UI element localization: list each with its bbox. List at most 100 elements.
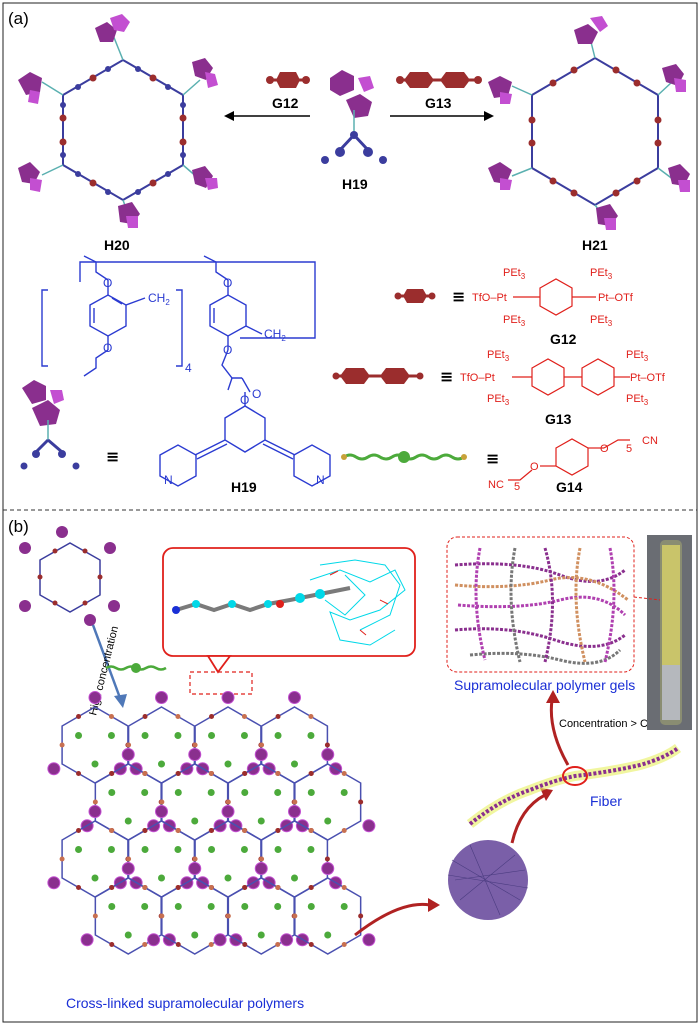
network-pillar — [280, 933, 294, 947]
g14-cn-top: CN — [642, 435, 658, 447]
o-atom-2: O — [103, 341, 112, 355]
g13-structure — [512, 358, 630, 396]
gel-label: Supramolecular polymer gels — [454, 677, 635, 693]
repeat-subscript: 4 — [185, 361, 192, 375]
g14-legend-icon — [341, 451, 467, 463]
network-pillar — [147, 933, 161, 947]
g12-right: Pt–OTf — [598, 292, 634, 304]
aggregate-to-fiber-head — [540, 788, 553, 801]
network-node — [175, 828, 181, 833]
network-pillar — [88, 805, 102, 818]
network-guest — [174, 846, 182, 853]
network-node — [175, 885, 181, 890]
gel-vial-photo — [647, 535, 692, 730]
network-pillar — [80, 933, 94, 947]
fiber — [466, 743, 682, 828]
pillar-unit-icon — [574, 16, 608, 59]
network-guest — [241, 789, 249, 796]
network-guest — [208, 732, 216, 739]
network-node — [59, 856, 65, 862]
g12-legend-icon — [394, 289, 436, 303]
concentration-arrow — [91, 624, 122, 699]
o-atom-5: O — [252, 387, 261, 401]
network-node — [242, 885, 248, 890]
network-guest — [124, 817, 132, 825]
guest-icon — [105, 663, 167, 673]
network-node — [341, 828, 347, 833]
g13-icon — [396, 72, 482, 88]
network-to-aggregate-arrow — [354, 902, 431, 937]
network-node — [259, 742, 265, 748]
network-label: Cross-linked supramolecular polymers — [66, 995, 304, 1011]
network-guest — [307, 732, 315, 739]
network-guest — [240, 732, 248, 739]
network-guest — [91, 760, 99, 768]
network-node — [126, 742, 132, 748]
left-arrow-label: G12 — [272, 95, 299, 111]
network-cell — [294, 877, 362, 955]
g13-left: TfO–Pt — [460, 372, 495, 384]
network-node — [126, 856, 132, 862]
left-macrocycle — [18, 14, 218, 228]
network-node — [292, 799, 298, 805]
g12-equiv: ≡ — [452, 287, 465, 306]
left-product-label: H20 — [104, 237, 130, 253]
network-node — [341, 771, 347, 776]
network-pillar — [188, 862, 202, 875]
zoom-region — [189, 671, 253, 695]
network-pillar — [47, 876, 61, 890]
g14-equiv: ≡ — [486, 449, 499, 468]
network-node — [242, 771, 248, 776]
network-guest — [257, 931, 265, 939]
network-node — [341, 942, 347, 947]
network-node — [225, 913, 231, 919]
callout-pointer — [206, 655, 232, 674]
host-molecule — [321, 70, 387, 164]
network-node — [292, 913, 298, 919]
network-node — [192, 856, 198, 862]
g14-sub5-top: 5 — [626, 443, 632, 455]
network-node — [108, 714, 114, 719]
o-atom-3: O — [223, 276, 232, 290]
network-node — [142, 885, 148, 890]
vial-pointer — [633, 596, 661, 601]
network-pillar — [155, 805, 168, 818]
n-atom-1: N — [164, 473, 173, 487]
network-guest — [340, 789, 348, 796]
o-atom-6: O — [240, 393, 249, 407]
network-guest — [107, 846, 115, 853]
network-node — [76, 714, 82, 719]
g13-top-right: PEt3 — [626, 349, 649, 363]
pillar-unit-icon — [95, 14, 130, 61]
pillar-unit-icon — [657, 164, 690, 192]
network-node — [308, 885, 314, 890]
network-node — [308, 714, 314, 719]
network-guest — [207, 903, 215, 910]
network-node — [108, 828, 114, 833]
network-pillar — [288, 805, 301, 818]
o-atom-4: O — [223, 343, 232, 357]
network-node — [358, 913, 364, 919]
g13-equiv: ≡ — [440, 367, 453, 386]
network-guest — [274, 732, 282, 739]
panel-a-label: (a) — [8, 9, 29, 28]
left-arrow-head — [224, 111, 234, 121]
network-guest — [91, 874, 99, 882]
network-guest — [208, 846, 216, 853]
network-pillar — [155, 691, 168, 704]
host-icon — [20, 380, 80, 470]
network-pillar — [221, 691, 235, 704]
network-guest — [241, 903, 249, 910]
network-pillar — [254, 862, 268, 875]
network-node — [275, 714, 281, 719]
host-equiv: ≡ — [106, 447, 119, 466]
network-guest — [108, 903, 116, 910]
network-guest — [324, 931, 332, 939]
network-guest — [307, 903, 315, 910]
network-guest — [158, 760, 165, 768]
network-node — [159, 799, 165, 805]
network-node — [208, 885, 214, 890]
network-guest — [141, 846, 149, 853]
